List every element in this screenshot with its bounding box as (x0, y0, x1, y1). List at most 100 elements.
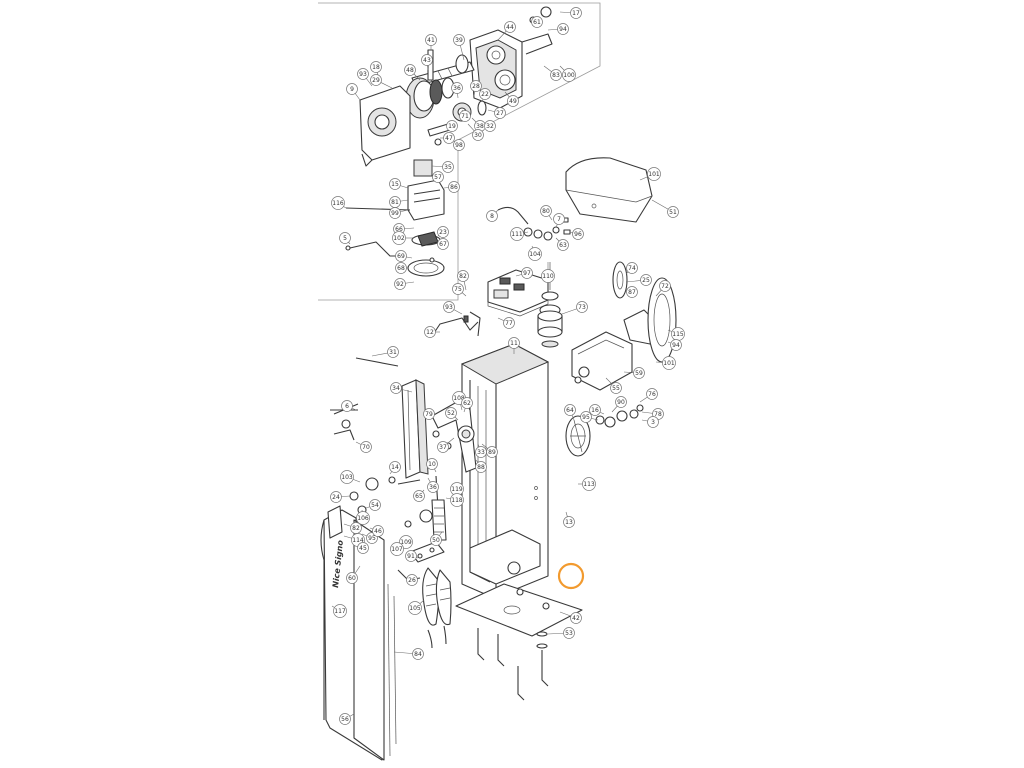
callout-bubble (453, 34, 465, 46)
cable-harness (431, 311, 481, 337)
callout-number: 30 (474, 132, 482, 139)
callout-bubble (445, 407, 457, 419)
callout-bubble (626, 262, 638, 274)
control-unit (487, 269, 549, 317)
callout-number: 35 (444, 164, 452, 171)
callout-bubble (510, 227, 524, 241)
callout-69: 69 (395, 250, 407, 262)
front-door: Nice Signo (320, 505, 397, 761)
callout-72: 72 (659, 280, 671, 292)
callout-6: 6 (341, 400, 353, 412)
springs (422, 567, 452, 649)
callout-number: 98 (455, 142, 463, 149)
callout-117: 117 (333, 604, 347, 618)
callout-bubble (423, 408, 435, 420)
callout-33: 33 (475, 446, 487, 458)
callout-8: 8 (486, 210, 498, 222)
callout-bubble (633, 367, 645, 379)
callout-bubble (389, 178, 401, 190)
callout-number: 113 (583, 481, 595, 488)
callout-bubble (442, 161, 454, 173)
callout-17: 17 (570, 7, 582, 19)
callout-bubble (395, 262, 407, 274)
callout-105: 105 (408, 601, 422, 615)
callout-48: 48 (404, 64, 416, 76)
callout-number: 23 (439, 229, 447, 236)
callout-bubble (443, 301, 455, 313)
callout-bubble (370, 74, 382, 86)
callout-bubble (390, 382, 402, 394)
callout-84: 84 (412, 648, 424, 660)
anchor-bolts (477, 628, 549, 701)
callout-5: 5 (339, 232, 351, 244)
base-plate (455, 583, 583, 637)
callout-65: 65 (413, 490, 425, 502)
callout-9: 9 (346, 83, 358, 95)
callout-number: 76 (648, 391, 656, 398)
callout-76: 76 (646, 388, 658, 400)
callout-bubble (580, 411, 592, 423)
callout-number: 119 (451, 486, 463, 493)
callout-bubble (360, 441, 372, 453)
callout-bubble (563, 627, 575, 639)
callout-100: 100 (562, 68, 576, 82)
callout-30: 30 (472, 129, 484, 141)
callout-89: 89 (486, 446, 498, 458)
callout-49: 49 (507, 95, 519, 107)
callout-bubble (589, 404, 601, 416)
callout-number: 100 (563, 72, 575, 79)
callout-number: 15 (391, 181, 399, 188)
top-cover (565, 157, 653, 223)
callout-68: 68 (395, 262, 407, 274)
highlighted-part-ring (557, 562, 585, 590)
callout-bubble (459, 110, 471, 122)
callout-bubble (484, 120, 496, 132)
callout-number: 49 (509, 98, 517, 105)
callout-bubble (346, 572, 358, 584)
callout-24: 24 (330, 491, 342, 503)
callout-number: 59 (635, 370, 643, 377)
callout-55: 55 (610, 382, 622, 394)
callout-number: 81 (391, 199, 399, 206)
callout-bubble (504, 21, 516, 33)
callout-bubble (394, 278, 406, 290)
callout-bubble (369, 499, 381, 511)
callout-111: 111 (510, 227, 524, 241)
callout-115: 115 (671, 327, 685, 341)
callout-bubble (395, 250, 407, 262)
callout-number: 8 (490, 213, 494, 220)
callout-number: 57 (434, 174, 442, 181)
callout-bubble (346, 83, 358, 95)
callout-73: 73 (576, 301, 588, 313)
callout-bubble (521, 267, 533, 279)
callout-bubble (615, 396, 627, 408)
callout-number: 63 (559, 242, 567, 249)
callout-92: 92 (394, 278, 406, 290)
callout-14: 14 (389, 461, 401, 473)
callout-37: 37 (437, 441, 449, 453)
main-gear (405, 77, 455, 119)
callout-81: 81 (389, 196, 401, 208)
callout-83: 83 (550, 69, 562, 81)
callout-bubble (576, 301, 588, 313)
callout-number: 17 (572, 10, 580, 17)
callout-bubble (541, 269, 555, 283)
callout-97: 97 (521, 267, 533, 279)
callout-number: 66 (395, 226, 403, 233)
callout-113: 113 (582, 477, 596, 491)
callout-number: 55 (612, 385, 620, 392)
callout-number: 88 (477, 464, 485, 471)
callout-bubble (472, 129, 484, 141)
callout-number: 24 (332, 494, 340, 501)
callout-87: 87 (626, 286, 638, 298)
capacitor-stack (537, 262, 563, 348)
callout-number: 118 (451, 497, 463, 504)
callout-number: 32 (486, 123, 494, 130)
callout-12: 12 (424, 326, 436, 338)
callout-number: 78 (654, 411, 662, 418)
callout-number: 86 (450, 184, 458, 191)
callout-number: 111 (511, 231, 523, 238)
callout-109: 109 (399, 535, 413, 549)
callout-bubble (339, 713, 351, 725)
callout-82: 82 (350, 522, 362, 534)
